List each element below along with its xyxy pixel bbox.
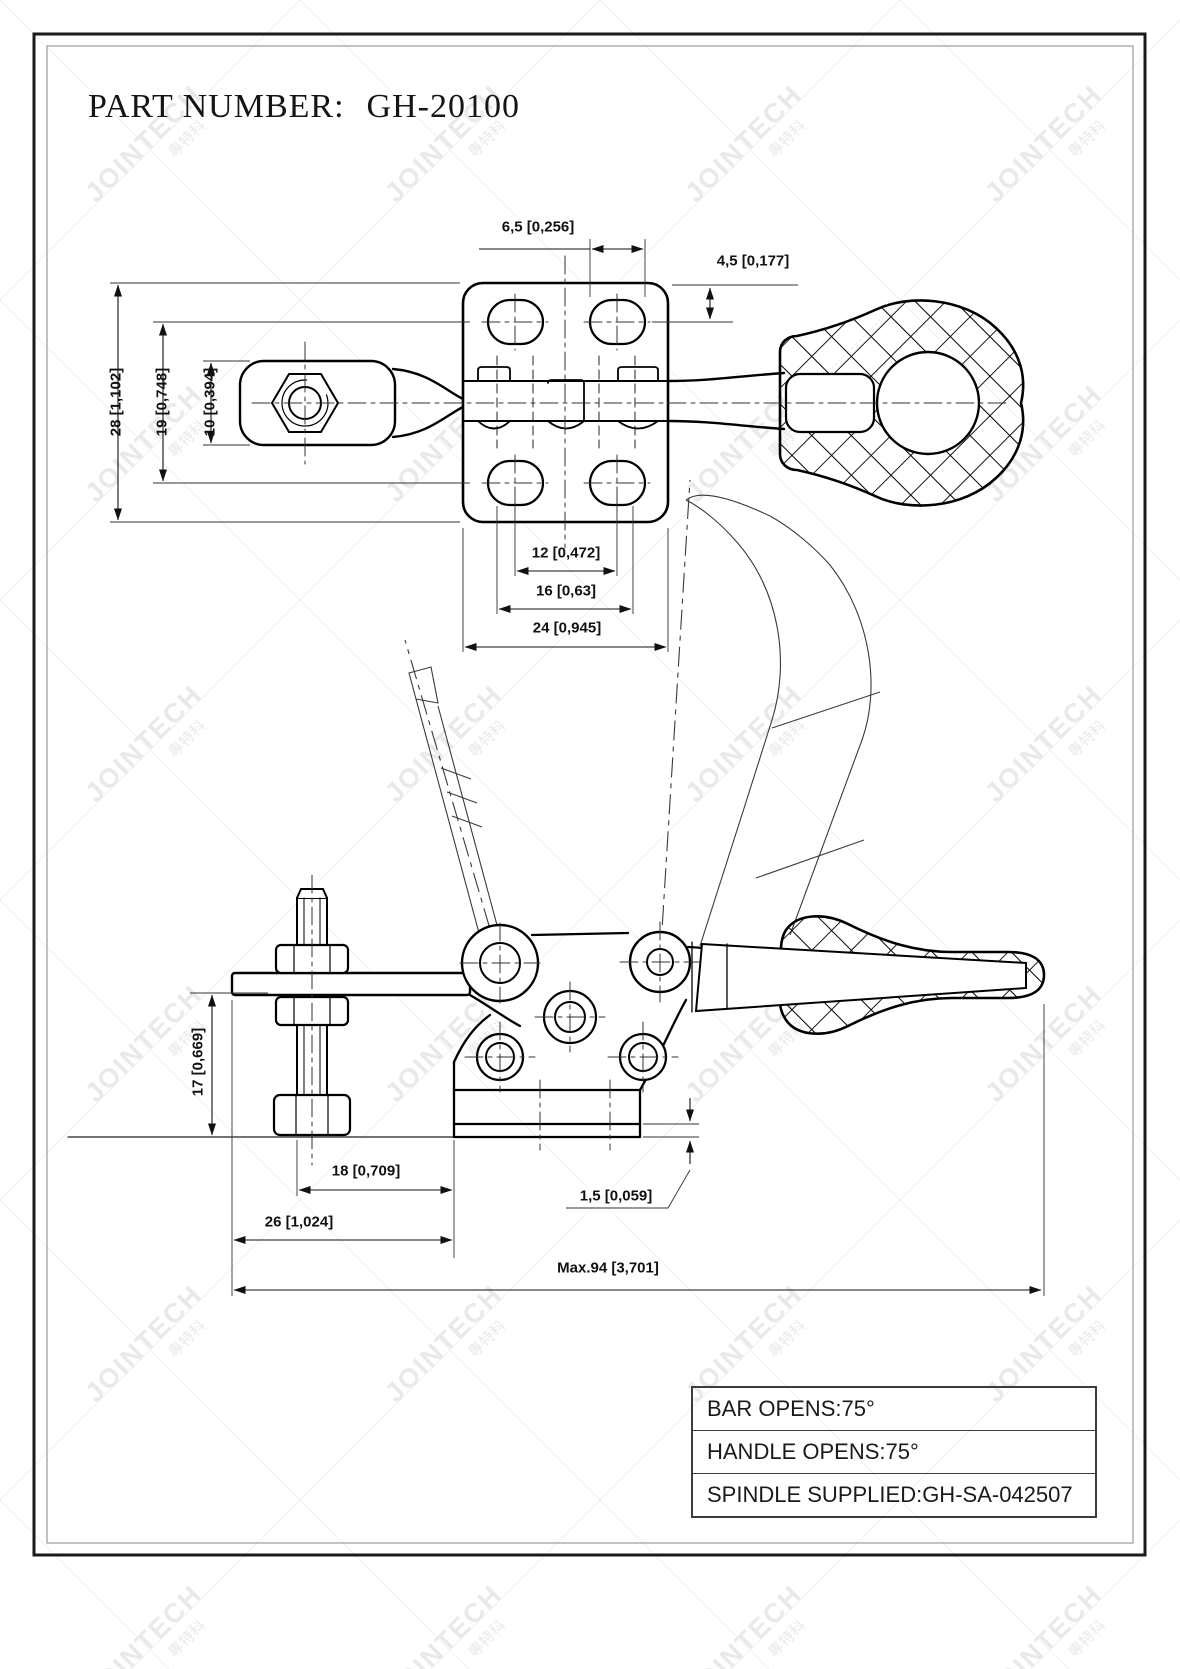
bar-bosses bbox=[477, 420, 659, 430]
inner-border bbox=[46, 45, 1134, 1544]
dim-label-arm-width: 10 [0,394] bbox=[201, 367, 219, 437]
bar-tabs bbox=[477, 366, 659, 422]
spec-table: BAR OPENS:75° HANDLE OPENS:75° SPINDLE S… bbox=[691, 1386, 1097, 1518]
dim-label-plate-width: 24 [0,945] bbox=[532, 619, 602, 637]
phantom-handle-ticks bbox=[755, 691, 881, 879]
part-number-label: PART NUMBER: bbox=[88, 88, 345, 125]
dim-label-bar-overhang: 26 [1,024] bbox=[264, 1213, 334, 1231]
arm-neck bbox=[391, 367, 465, 439]
bar-to-grip bbox=[666, 371, 786, 431]
dim-label-hole-col-spacing: 12 [0,472] bbox=[531, 544, 601, 562]
phantom-handle-tip bbox=[685, 494, 771, 517]
handle-shank-marks bbox=[691, 941, 728, 1013]
dim-label-overall-length: Max.94 [3,701] bbox=[557, 1259, 659, 1277]
dim-label-plate-height: 28 [1,102] bbox=[107, 367, 125, 437]
dim-label-hole-row-spacing: 19 [0,748] bbox=[153, 367, 171, 437]
holding-bar bbox=[230, 971, 472, 997]
centerlines-side-view bbox=[311, 874, 701, 1166]
hidden-lines bbox=[496, 355, 636, 449]
dim-label-slot-offset: 4,5 [0,177] bbox=[716, 252, 790, 270]
extension-lines bbox=[110, 239, 1045, 1296]
phantom-open-handle-right-edge bbox=[769, 515, 872, 936]
handle-blade bbox=[694, 942, 1027, 1013]
phantom-handle-centerline bbox=[659, 479, 691, 963]
dimension-lines bbox=[114, 245, 1042, 1294]
outer-border bbox=[32, 32, 1147, 1557]
dim-label-bar-height: 17 [0,669] bbox=[189, 1027, 207, 1097]
spec-row-bar-opens: BAR OPENS:75° bbox=[707, 1396, 875, 1421]
phantom-open-bar bbox=[415, 698, 509, 967]
part-number-value: GH-20100 bbox=[366, 88, 520, 125]
top-view-drawing bbox=[238, 255, 1025, 549]
centerlines-top-view bbox=[251, 255, 1007, 549]
dim-label-slot-length: 6,5 [0,256] bbox=[501, 218, 575, 236]
phantom-bar-tip bbox=[408, 666, 439, 704]
page-title: PART NUMBER: GH-20100 bbox=[88, 88, 520, 126]
spec-row-handle-opens: HANDLE OPENS:75° bbox=[693, 1430, 1095, 1473]
dim-label-base-lip: 1,5 [0,059] bbox=[579, 1187, 653, 1205]
dim-label-hole-span: 16 [0,63] bbox=[535, 582, 597, 600]
phantom-open-positions bbox=[404, 479, 881, 967]
spec-row-spindle-supplied: SPINDLE SUPPLIED:GH-SA-042507 bbox=[693, 1473, 1095, 1516]
phantom-open-handle-left-edge bbox=[685, 499, 781, 947]
dimension-graphics bbox=[110, 239, 1045, 1296]
side-view-drawing bbox=[67, 874, 1046, 1166]
dim-label-spindle-to-base: 18 [0,709] bbox=[331, 1162, 401, 1180]
phantom-bar-centerline bbox=[404, 639, 501, 964]
